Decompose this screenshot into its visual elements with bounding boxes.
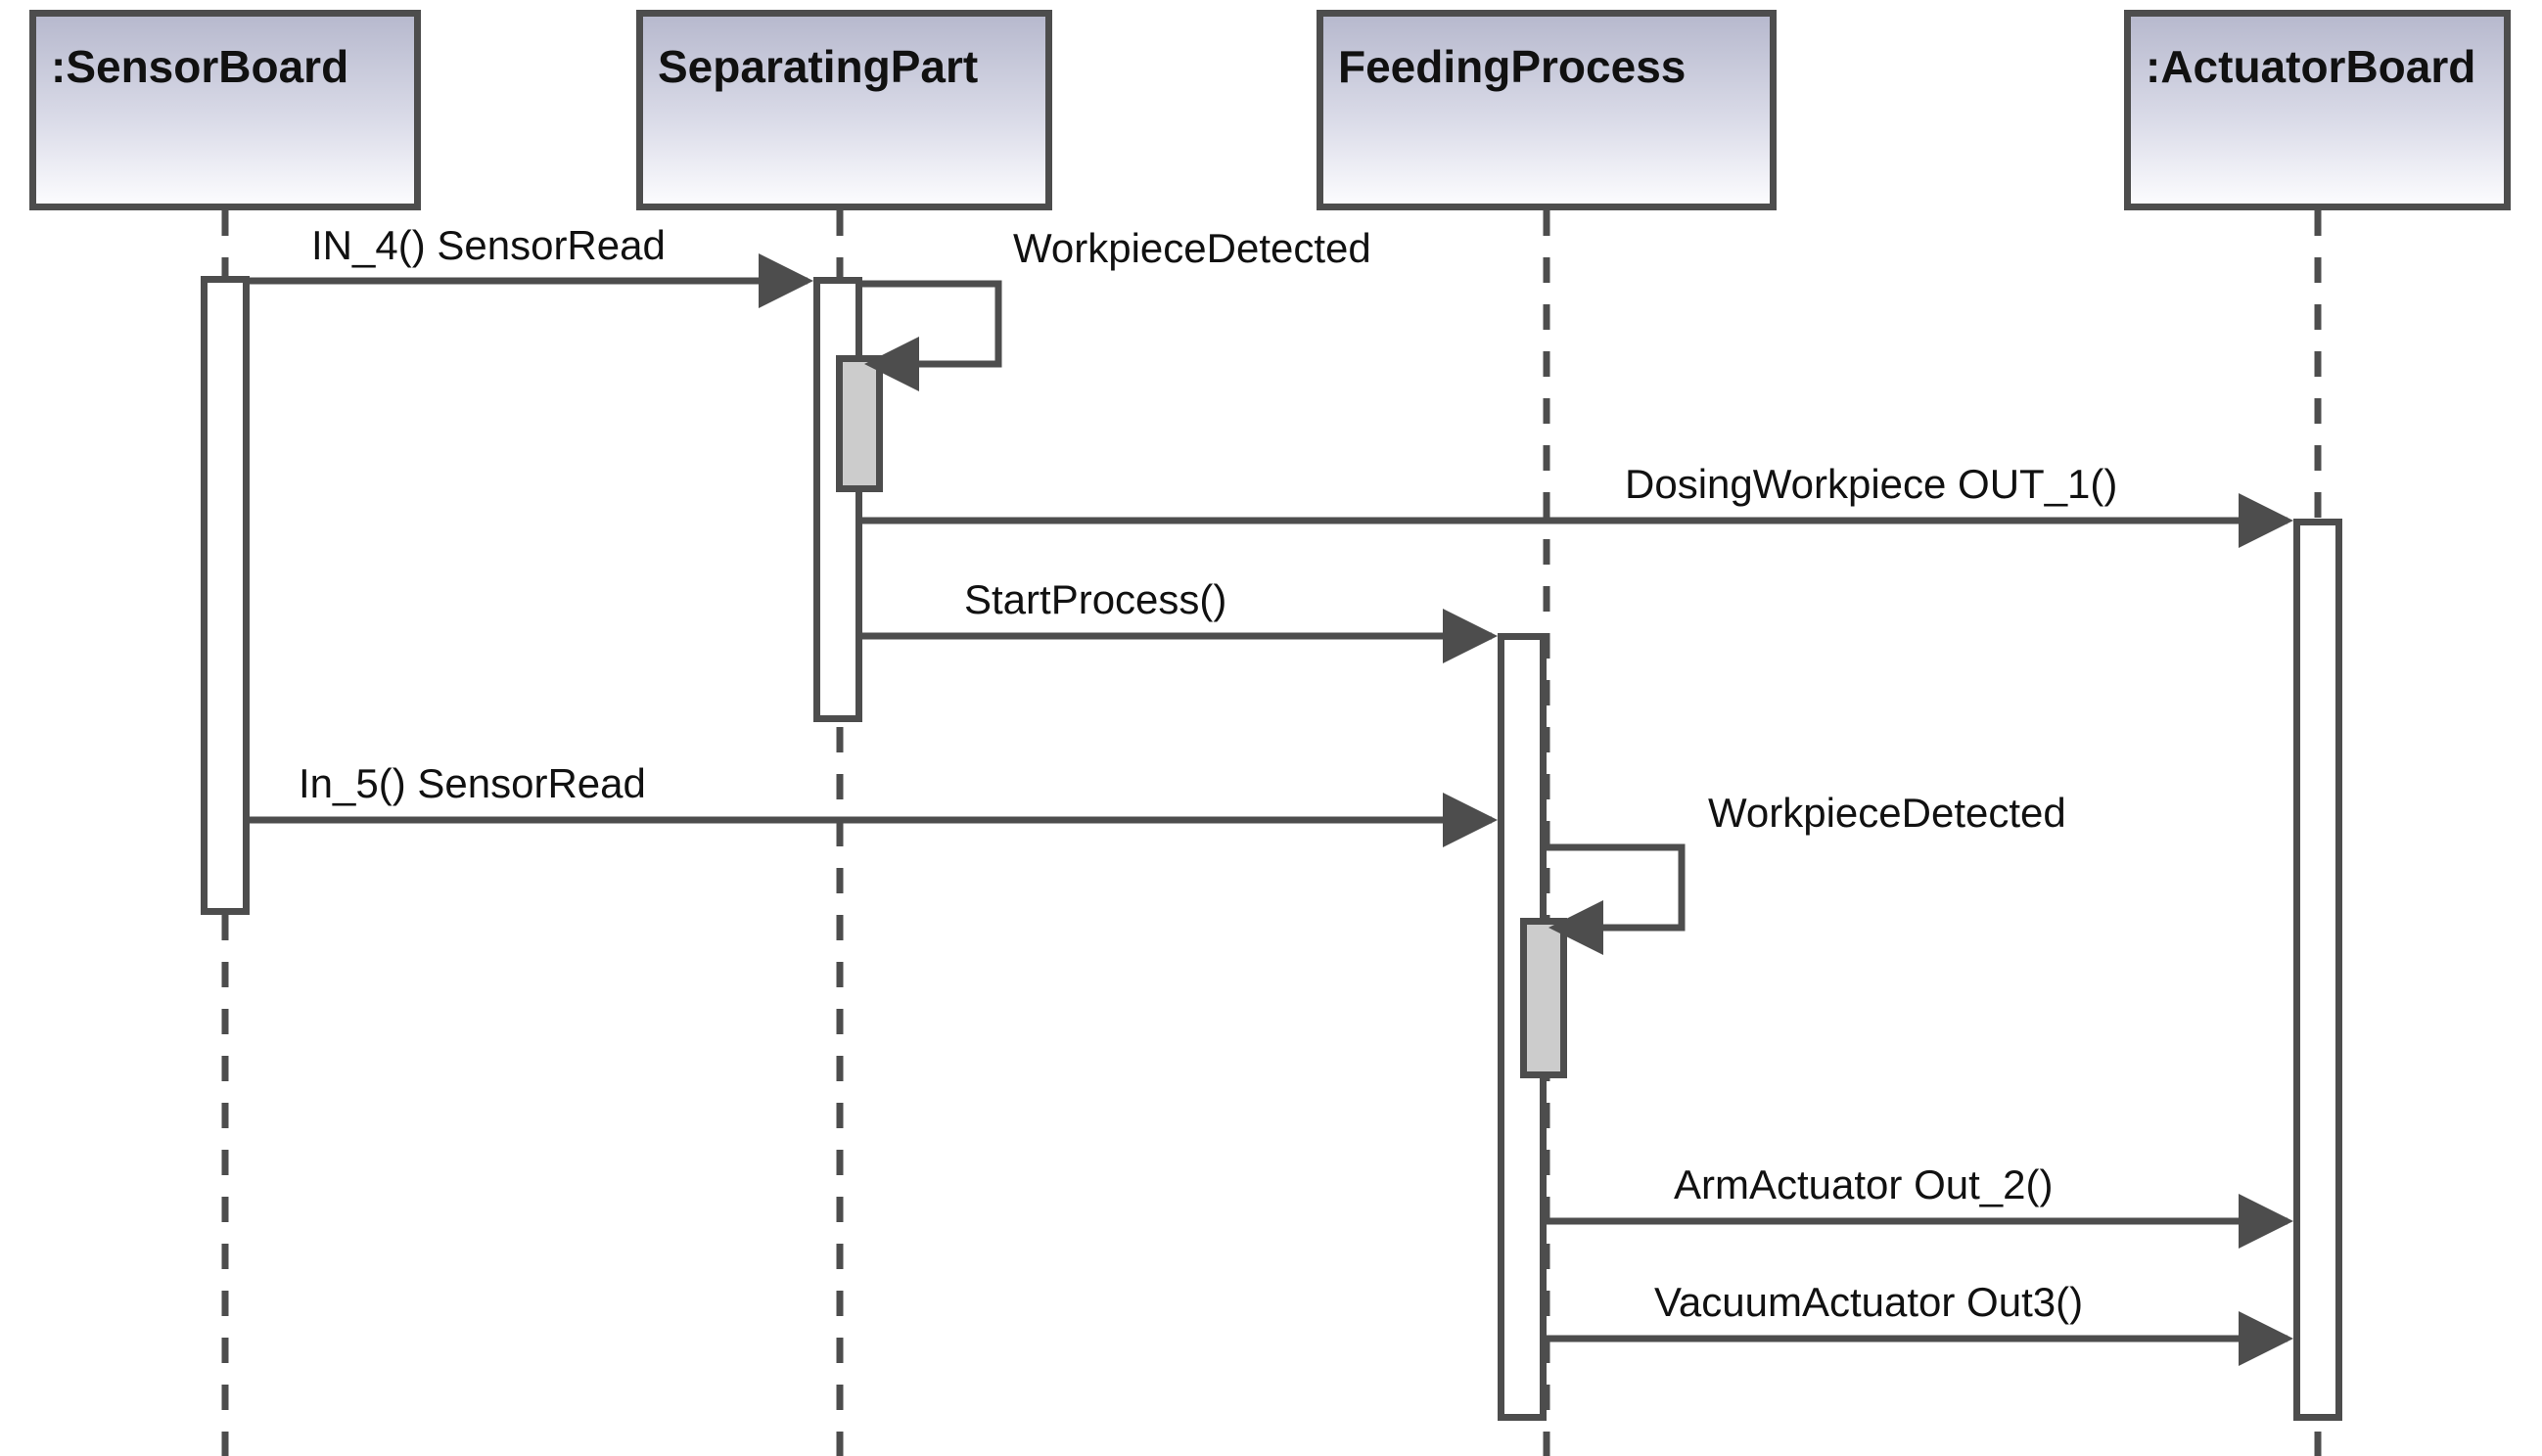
lifeline-header-feedingprocess[interactable]: FeedingProcess (1317, 10, 1777, 210)
message-msg-8[interactable]: VacuumActuator Out3() (1547, 1279, 2293, 1366)
lifeline-header-label: :ActuatorBoard (2146, 41, 2475, 92)
arrowhead-icon (1548, 900, 1603, 955)
nested-activation-bar-feedingprocess[interactable] (1520, 918, 1567, 1078)
arrowhead-icon (2239, 1311, 2293, 1366)
message-msg-5[interactable]: In_5() SensorRead (250, 760, 1498, 847)
arrowhead-icon (2239, 1194, 2293, 1249)
self-message-line (862, 280, 1002, 368)
lifeline-header-box (636, 10, 1052, 210)
message-label: VacuumActuator Out3() (1654, 1279, 2083, 1325)
message-msg-4[interactable]: StartProcess() (862, 576, 1498, 663)
lifeline-header-label: :SensorBoard (51, 41, 348, 92)
message-label: WorkpieceDetected (1708, 790, 2066, 836)
arrowhead-icon (864, 337, 919, 391)
activation-bar-separatingpart[interactable] (813, 277, 862, 722)
lifeline-header-box (29, 10, 421, 210)
arrowhead-icon (1443, 793, 1498, 847)
lifeline-header-actuatorboard[interactable]: :ActuatorBoard (2124, 10, 2511, 210)
lifeline-header-box (2124, 10, 2511, 210)
message-label: StartProcess() (964, 576, 1226, 622)
activation-bar-actuatorboard[interactable] (2293, 519, 2342, 1421)
lifeline-header-label: SeparatingPart (658, 41, 978, 92)
nested-activation-bar-separatingpart[interactable] (836, 355, 883, 492)
message-msg-6[interactable]: WorkpieceDetected (1547, 790, 2066, 955)
arrowhead-icon (1443, 609, 1498, 663)
lifeline-headers-layer: :SensorBoard SeparatingPart FeedingProcess… (29, 10, 2511, 210)
arrowhead-icon (759, 253, 813, 308)
message-msg-1[interactable]: IN_4() SensorRead (250, 222, 813, 308)
message-label: In_5() SensorRead (299, 760, 646, 806)
lifeline-header-label: FeedingProcess (1338, 41, 1686, 92)
message-msg-7[interactable]: ArmActuator Out_2() (1547, 1161, 2293, 1249)
activation-bar-sensorboard[interactable] (201, 276, 250, 915)
message-label: DosingWorkpiece OUT_1() (1625, 461, 2117, 507)
self-message-line (1547, 843, 1686, 932)
arrowhead-icon (2239, 493, 2293, 548)
message-label: IN_4() SensorRead (311, 222, 666, 268)
message-label: ArmActuator Out_2() (1674, 1161, 2053, 1207)
activations-layer (201, 276, 2342, 1421)
message-msg-2[interactable]: WorkpieceDetected (862, 225, 1371, 391)
lifeline-header-box (1317, 10, 1777, 210)
lifeline-header-sensorboard[interactable]: :SensorBoard (29, 10, 421, 210)
lifeline-header-separatingpart[interactable]: SeparatingPart (636, 10, 1052, 210)
message-msg-3[interactable]: DosingWorkpiece OUT_1() (862, 461, 2293, 548)
message-label: WorkpieceDetected (1013, 225, 1371, 271)
